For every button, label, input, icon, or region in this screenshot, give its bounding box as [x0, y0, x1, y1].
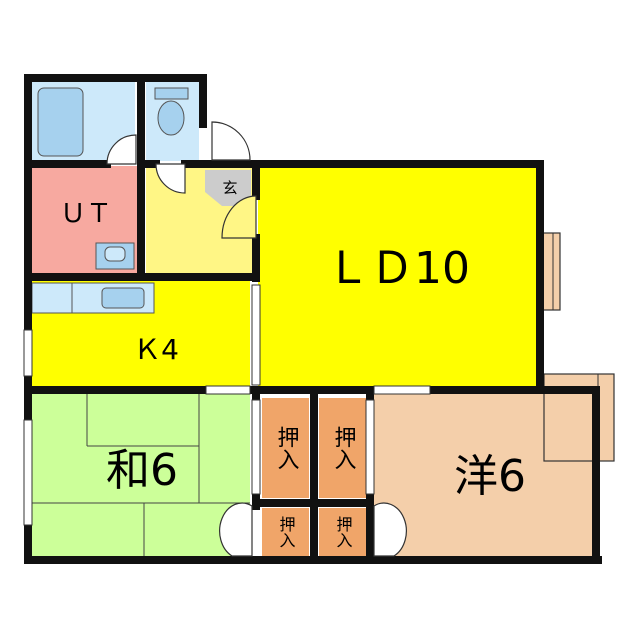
closet-label-4-text: 押入	[333, 516, 353, 548]
doors	[106, 121, 407, 557]
closet-label-3-box: 押入	[262, 510, 309, 554]
washbasin-bowl	[104, 246, 126, 262]
door-bath	[106, 134, 137, 165]
closet-label-4-box: 押入	[319, 510, 366, 554]
room-label-genkan: 玄	[222, 179, 237, 197]
room-label-ld: ＬＤ10	[326, 243, 470, 294]
room-label-yo: 洋6	[454, 451, 526, 502]
room-label-k: Ｋ4	[133, 333, 179, 366]
door-ld	[221, 195, 257, 239]
closet-4	[319, 508, 366, 556]
genkan-floor	[205, 170, 251, 206]
toilet-tank	[154, 87, 189, 100]
closet-1	[262, 398, 309, 498]
door-closet-yo	[373, 502, 407, 557]
closet-3	[262, 508, 309, 556]
closet-label-2-box: 押入	[319, 418, 366, 478]
tatami-lines	[32, 394, 250, 556]
windows	[23, 284, 431, 526]
closet-label-1-text: 押入	[273, 426, 299, 470]
room-label-ut: ＵＴ	[60, 199, 112, 229]
room-label-wa: 和6	[106, 445, 178, 496]
closet-label-2-text: 押入	[330, 426, 356, 470]
door-entrance	[211, 121, 251, 161]
bathtub	[37, 87, 84, 157]
japanese-room	[32, 394, 250, 556]
closet-label-1-box: 押入	[262, 418, 309, 478]
door-closet-wa	[219, 502, 253, 557]
living-dining-room	[258, 166, 538, 386]
toilet-bowl	[157, 100, 185, 136]
closet-label-3-text: 押入	[276, 516, 296, 548]
door-wc	[155, 163, 186, 194]
kitchen-sink	[101, 287, 145, 309]
closet-2	[319, 398, 366, 498]
